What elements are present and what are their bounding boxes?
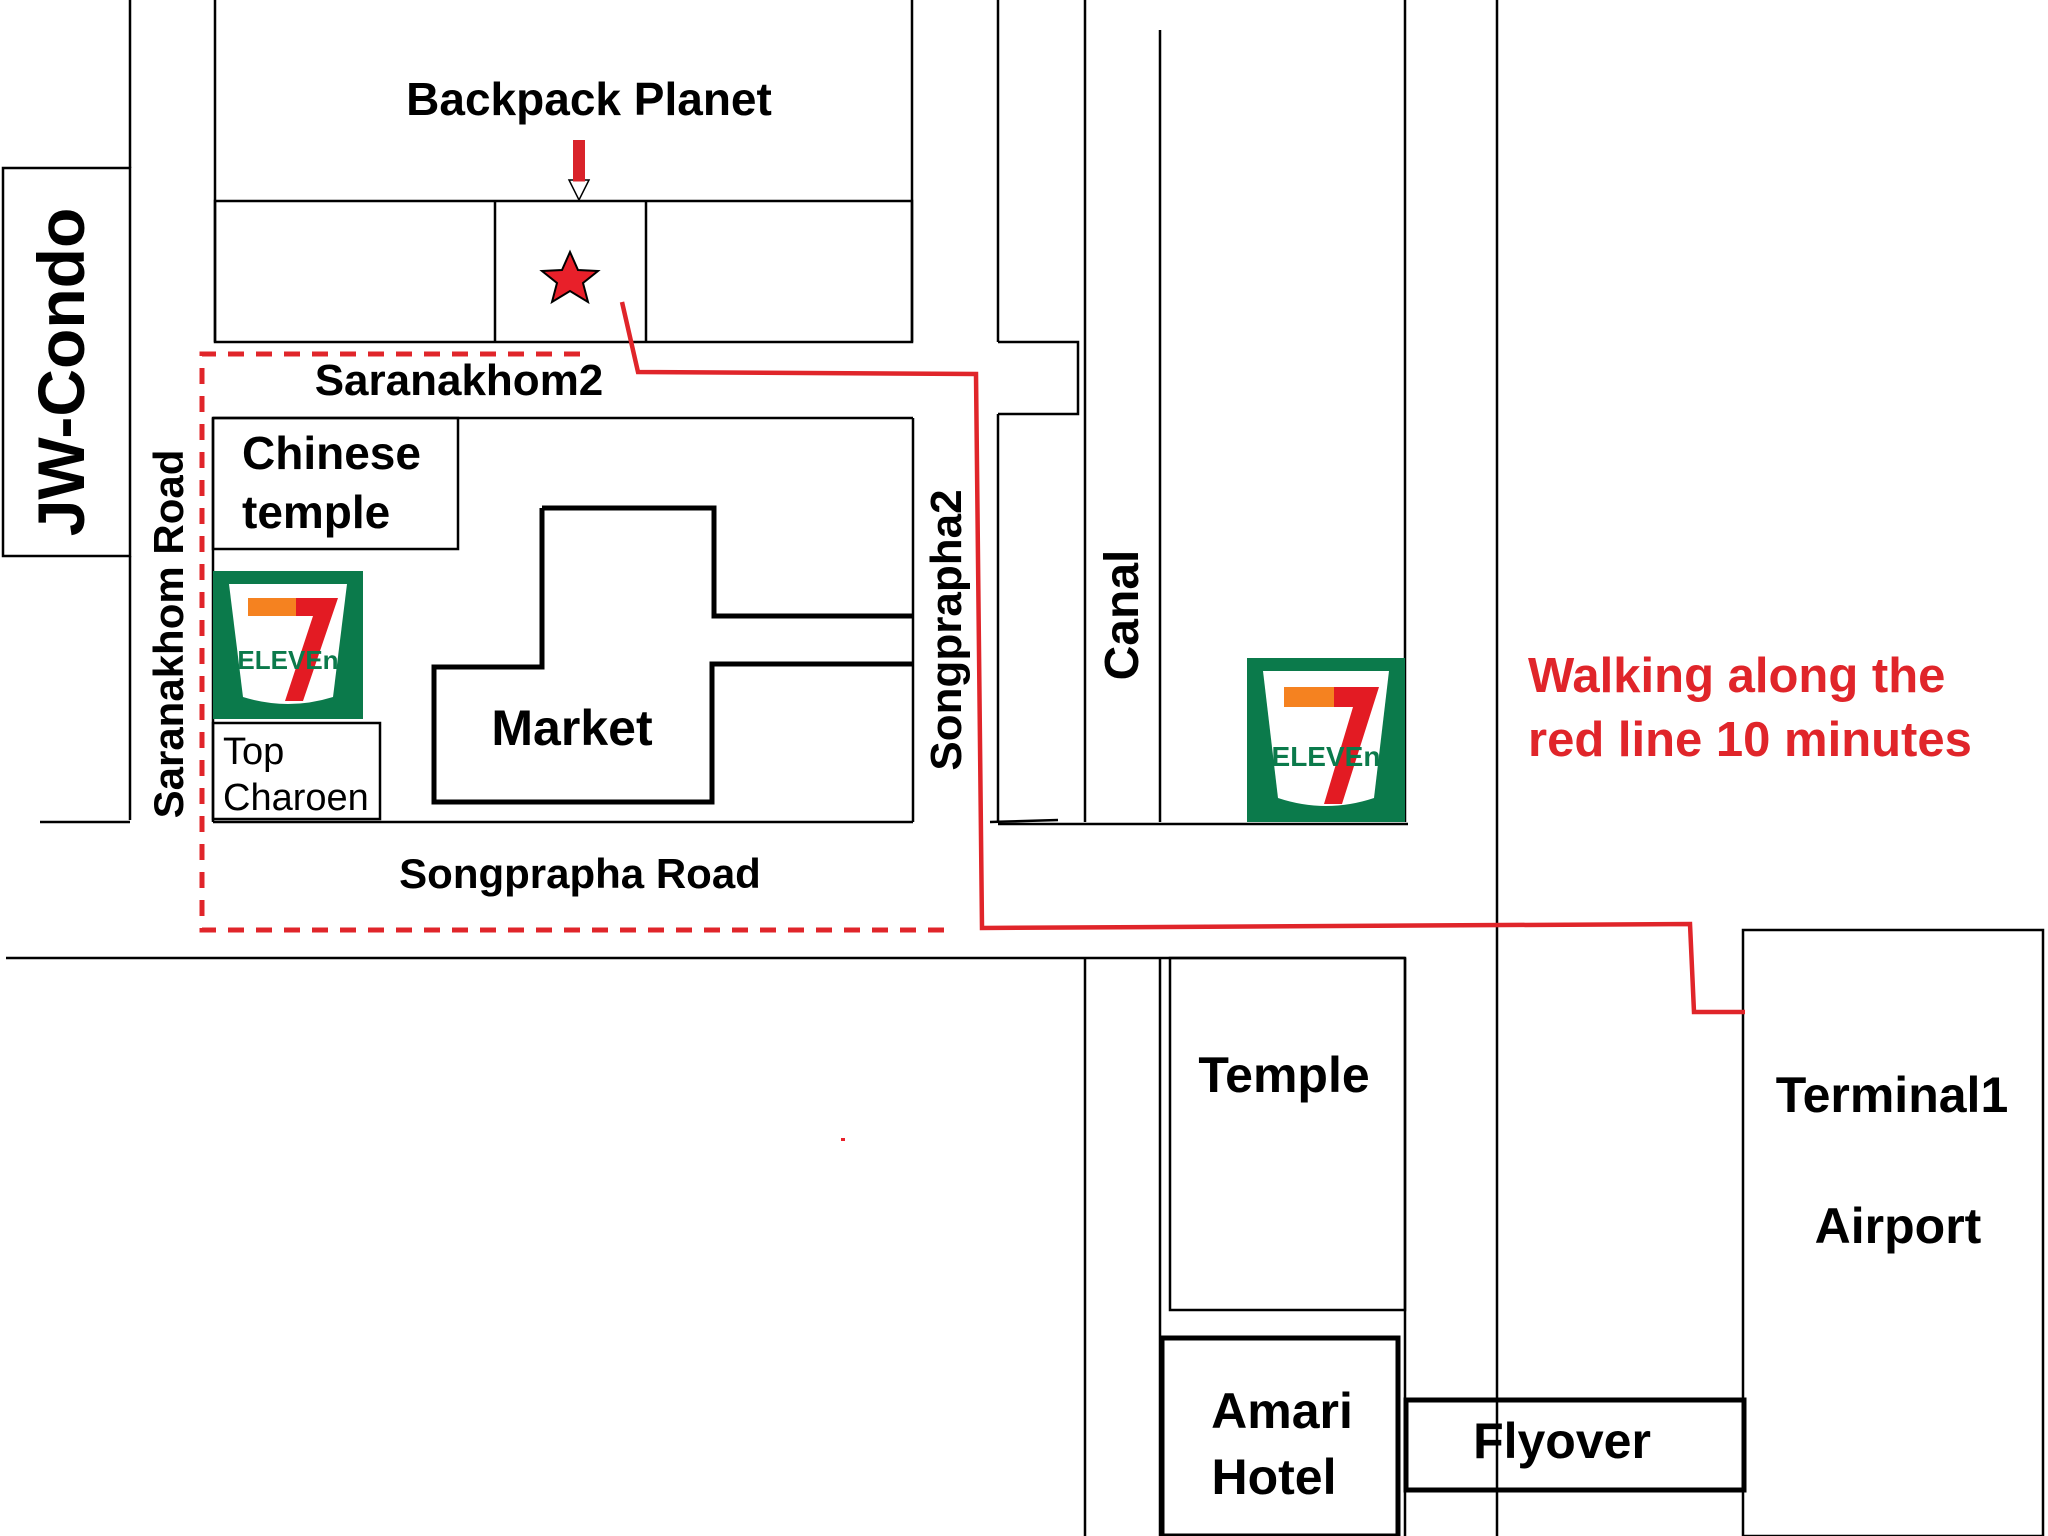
jw-condo-building <box>1 166 132 558</box>
songprapha-road-label: Songprapha Road <box>399 850 761 897</box>
market-building <box>542 505 913 619</box>
saranakhom-road-label: Saranakhom Road <box>145 450 192 819</box>
temple-building <box>1168 956 1407 1312</box>
svg-text:ELEVEn: ELEVEn <box>1272 741 1381 772</box>
market-outline <box>431 505 913 805</box>
backpack-planet-label: Backpack Planet <box>406 73 772 125</box>
temple-label: Temple <box>1198 1047 1369 1103</box>
amari-hotel-label-line1: Amari <box>1211 1383 1353 1439</box>
top-charoen-building <box>211 721 382 821</box>
walking-route-line <box>619 301 1745 1015</box>
amari-hotel-building <box>1159 1335 1401 1536</box>
jw-condo-label: JW-Condo <box>24 208 98 537</box>
top-charoen-label-line2: Charoen <box>223 777 369 819</box>
seven-eleven-logo: ELEVEn <box>213 571 363 719</box>
walking-instruction-line2: red line 10 minutes <box>1528 713 1972 767</box>
market-label: Market <box>491 700 653 756</box>
surrounding-area-dashed-outline <box>199 351 945 933</box>
chinese-temple-label-line2: temple <box>242 486 390 538</box>
walking-instruction-line1: Walking along the <box>1528 649 1945 703</box>
chinese-temple-label-line1: Chinese <box>242 427 421 479</box>
flyover-structure <box>1403 1397 1747 1493</box>
songprapha2-label: Songprapha2 <box>922 489 971 770</box>
seven-eleven-logo: ELEVEn <box>1247 658 1405 822</box>
svg-text:ELEVEn: ELEVEn <box>237 645 338 675</box>
chinese-temple-building <box>211 416 460 551</box>
canal-label: Canal <box>1096 550 1149 681</box>
building-row <box>213 199 914 344</box>
airport-label: Airport <box>1815 1198 1982 1254</box>
down-arrow-icon <box>567 140 591 202</box>
terminal1-building <box>1741 928 2045 1536</box>
saranakhom2-label: Saranakhom2 <box>315 356 604 405</box>
terminal1-label: Terminal1 <box>1776 1067 2009 1123</box>
top-charoen-label-line1: Top <box>223 731 284 773</box>
stray-red-dot <box>841 1138 845 1141</box>
flyover-label: Flyover <box>1473 1413 1651 1469</box>
amari-hotel-label-line2: Hotel <box>1212 1449 1337 1505</box>
destination-star-icon <box>539 249 601 305</box>
